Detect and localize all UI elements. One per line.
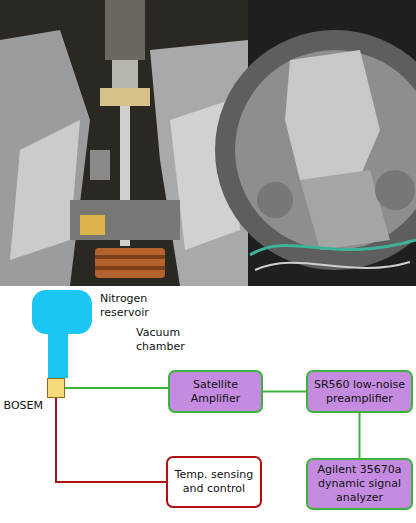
nitrogen-reservoir: Nitrogen reservoir — [32, 290, 92, 334]
node-label: Nitrogen reservoir — [100, 292, 172, 320]
signal-analyzer-box: Agilent 35670a dynamic signal analyzer — [306, 458, 413, 510]
temperature-control-box: Temp. sensing and control — [166, 456, 262, 508]
signal-wire — [65, 387, 168, 389]
satellite-amplifier: Satellite Amplifier — [168, 370, 263, 413]
signal-wire — [359, 413, 361, 458]
box-label: Agilent 35670a dynamic signal analyzer — [313, 463, 406, 504]
signal-wire — [56, 398, 166, 482]
node-label: BOSEM — [4, 399, 43, 413]
apparatus-photo — [0, 0, 416, 286]
bosem-sensor: BOSEM — [47, 378, 65, 398]
preamplifier-box: SR560 low-noise preamplifier — [306, 370, 413, 413]
box-label: Satellite Amplifier — [175, 378, 256, 406]
node-label: Vacuum chamber — [136, 326, 206, 354]
box-label: Temp. sensing and control — [173, 468, 255, 496]
signal-wire — [263, 391, 306, 393]
reservoir-stem — [48, 328, 68, 378]
box-label: SR560 low-noise preamplifier — [313, 378, 406, 406]
